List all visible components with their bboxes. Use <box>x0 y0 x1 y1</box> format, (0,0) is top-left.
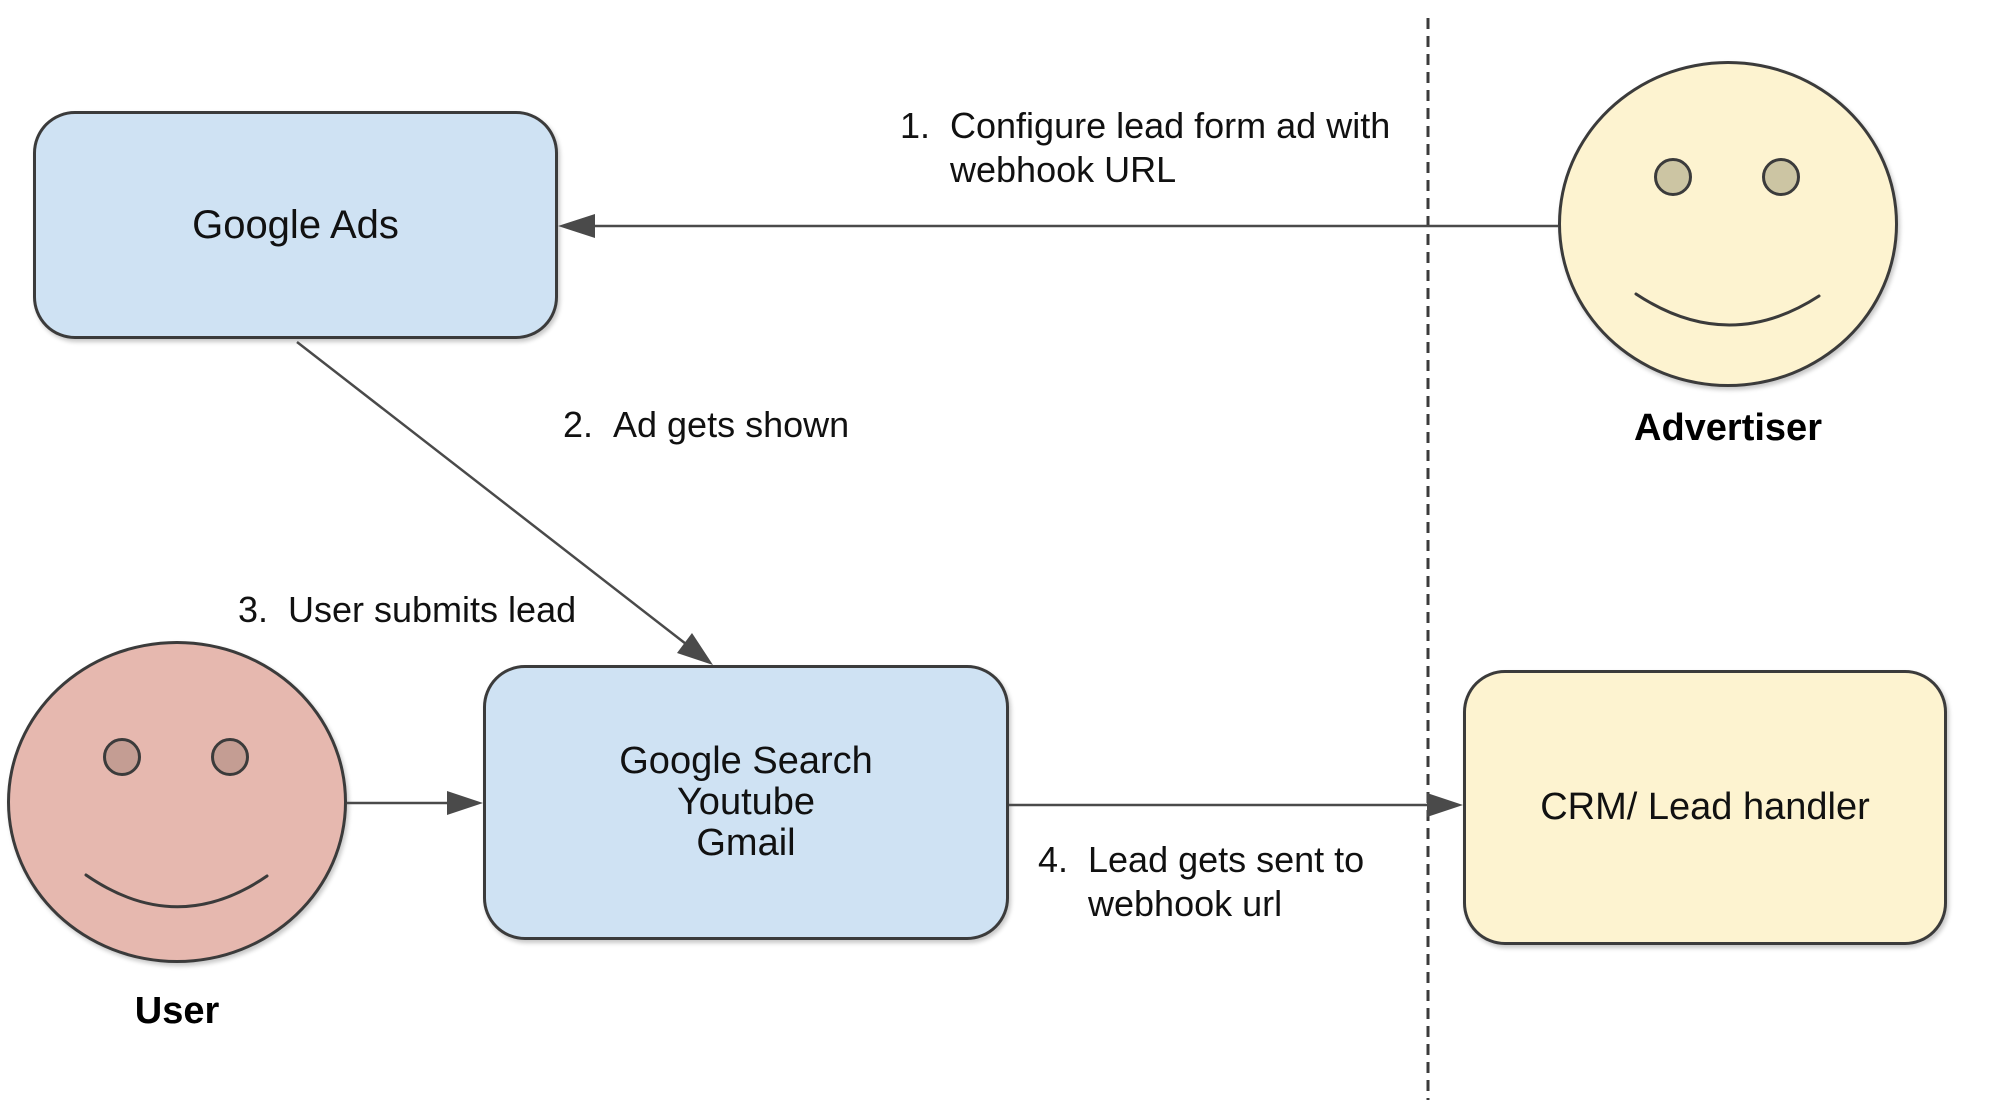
node-platforms-line-1: Google Search <box>619 740 873 782</box>
step-4-number: 4. <box>1038 839 1069 880</box>
node-platforms-line-3: Gmail <box>696 822 796 864</box>
node-crm-label: CRM/ Lead handler <box>1540 786 1870 828</box>
advertiser-eye-left-icon <box>1654 158 1692 196</box>
node-crm-lead-handler: CRM/ Lead handler <box>1463 670 1947 945</box>
arrow-advertiser-to-google-ads <box>558 214 1558 238</box>
step-4-label: 4. Lead gets sent to webhook url <box>1038 838 1364 926</box>
arrow-platforms-to-crm <box>1009 793 1463 817</box>
node-platforms-label: Google Search Youtube Gmail <box>619 741 873 864</box>
step-1-line-1: Configure lead form ad with <box>950 105 1391 146</box>
advertiser-label: Advertiser <box>1634 407 1822 449</box>
arrow-user-to-platforms <box>347 791 483 815</box>
step-4-line-2: webhook url <box>1088 883 1283 924</box>
step-3-label: 3. User submits lead <box>238 588 576 632</box>
node-platforms-line-2: Youtube <box>676 781 816 823</box>
step-1-label: 1. Configure lead form ad with webhook U… <box>900 104 1390 192</box>
user-face-icon <box>7 641 347 963</box>
step-2-label: 2. Ad gets shown <box>563 403 849 447</box>
step-2-number: 2. <box>563 404 594 445</box>
node-platforms: Google Search Youtube Gmail <box>483 665 1009 940</box>
step-3-line-1: User submits lead <box>288 589 577 630</box>
step-2-line-1: Ad gets shown <box>613 404 850 445</box>
advertiser-face-icon <box>1558 61 1898 387</box>
user-eye-left-icon <box>103 738 141 776</box>
node-google-ads: Google Ads <box>33 111 558 339</box>
step-1-number: 1. <box>900 105 931 146</box>
user-label: User <box>134 990 220 1032</box>
user-eye-right-icon <box>211 738 249 776</box>
advertiser-eye-right-icon <box>1762 158 1800 196</box>
node-google-ads-label: Google Ads <box>192 202 399 247</box>
step-4-line-1: Lead gets sent to <box>1088 839 1365 880</box>
step-3-number: 3. <box>238 589 269 630</box>
step-1-line-2: webhook URL <box>950 149 1177 190</box>
